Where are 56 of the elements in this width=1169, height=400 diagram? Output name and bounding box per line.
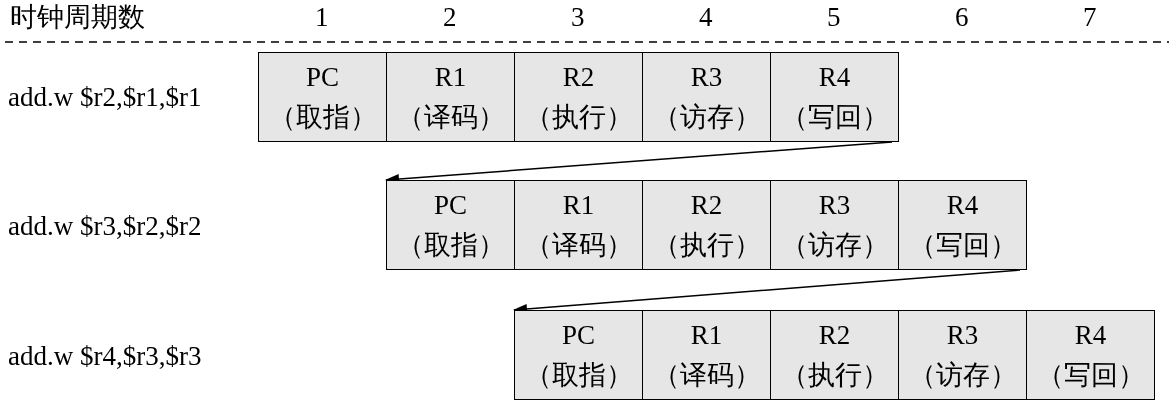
stage-label: （执行） (780, 359, 889, 392)
register-label: R1 (434, 61, 467, 94)
stage-box (514, 52, 643, 142)
cycle-number: 3 (571, 4, 585, 31)
cycle-number: 2 (443, 4, 457, 31)
stage-box (898, 310, 1027, 400)
stage-label: （写回） (908, 229, 1017, 262)
instruction-label: add.w $r2,$r1,$r1 (8, 84, 202, 111)
stage-label: （写回） (780, 101, 889, 134)
stage-box (386, 180, 515, 270)
register-label: PC (562, 319, 595, 352)
stage-label: （取指） (268, 101, 377, 134)
cycle-number: 4 (699, 4, 713, 31)
register-label: R3 (690, 61, 723, 94)
cycle-number: 6 (955, 4, 969, 31)
cycle-number: 7 (1083, 4, 1097, 31)
register-label: R4 (946, 189, 979, 222)
stage-label: （译码） (396, 101, 505, 134)
register-label: R4 (818, 61, 851, 94)
stage-box (386, 52, 515, 142)
stage-label: （访存） (780, 229, 889, 262)
stage-box (514, 310, 643, 400)
stage-box (1026, 310, 1155, 400)
stage-label: （取指） (396, 229, 505, 262)
cycle-number: 5 (827, 4, 841, 31)
header-label: 时钟周期数 (10, 4, 145, 31)
stage-box (898, 180, 1027, 270)
stage-box (642, 180, 771, 270)
stage-box (642, 52, 771, 142)
stage-label: （访存） (908, 359, 1017, 392)
stage-label: （取指） (524, 359, 633, 392)
register-label: PC (434, 189, 467, 222)
cycle-number: 1 (315, 4, 329, 31)
stage-label: （写回） (1036, 359, 1145, 392)
stage-label: （访存） (652, 101, 761, 134)
register-label: R4 (1074, 319, 1107, 352)
stage-label: （译码） (652, 359, 761, 392)
register-label: R3 (946, 319, 979, 352)
stage-box (514, 180, 643, 270)
register-label: R2 (690, 189, 723, 222)
register-label: R1 (690, 319, 723, 352)
register-label: R2 (562, 61, 595, 94)
instruction-label: add.w $r3,$r2,$r2 (8, 213, 202, 240)
register-label: R2 (818, 319, 851, 352)
stage-label: （执行） (524, 101, 633, 134)
stage-box (258, 52, 387, 142)
stage-box (770, 52, 899, 142)
stage-box (770, 180, 899, 270)
instruction-label: add.w $r4,$r3,$r3 (8, 343, 202, 370)
stage-label: （译码） (524, 229, 633, 262)
register-label: PC (306, 61, 339, 94)
register-label: R3 (818, 189, 851, 222)
stage-box (642, 310, 771, 400)
stage-label: （执行） (652, 229, 761, 262)
stage-box (770, 310, 899, 400)
register-label: R1 (562, 189, 595, 222)
